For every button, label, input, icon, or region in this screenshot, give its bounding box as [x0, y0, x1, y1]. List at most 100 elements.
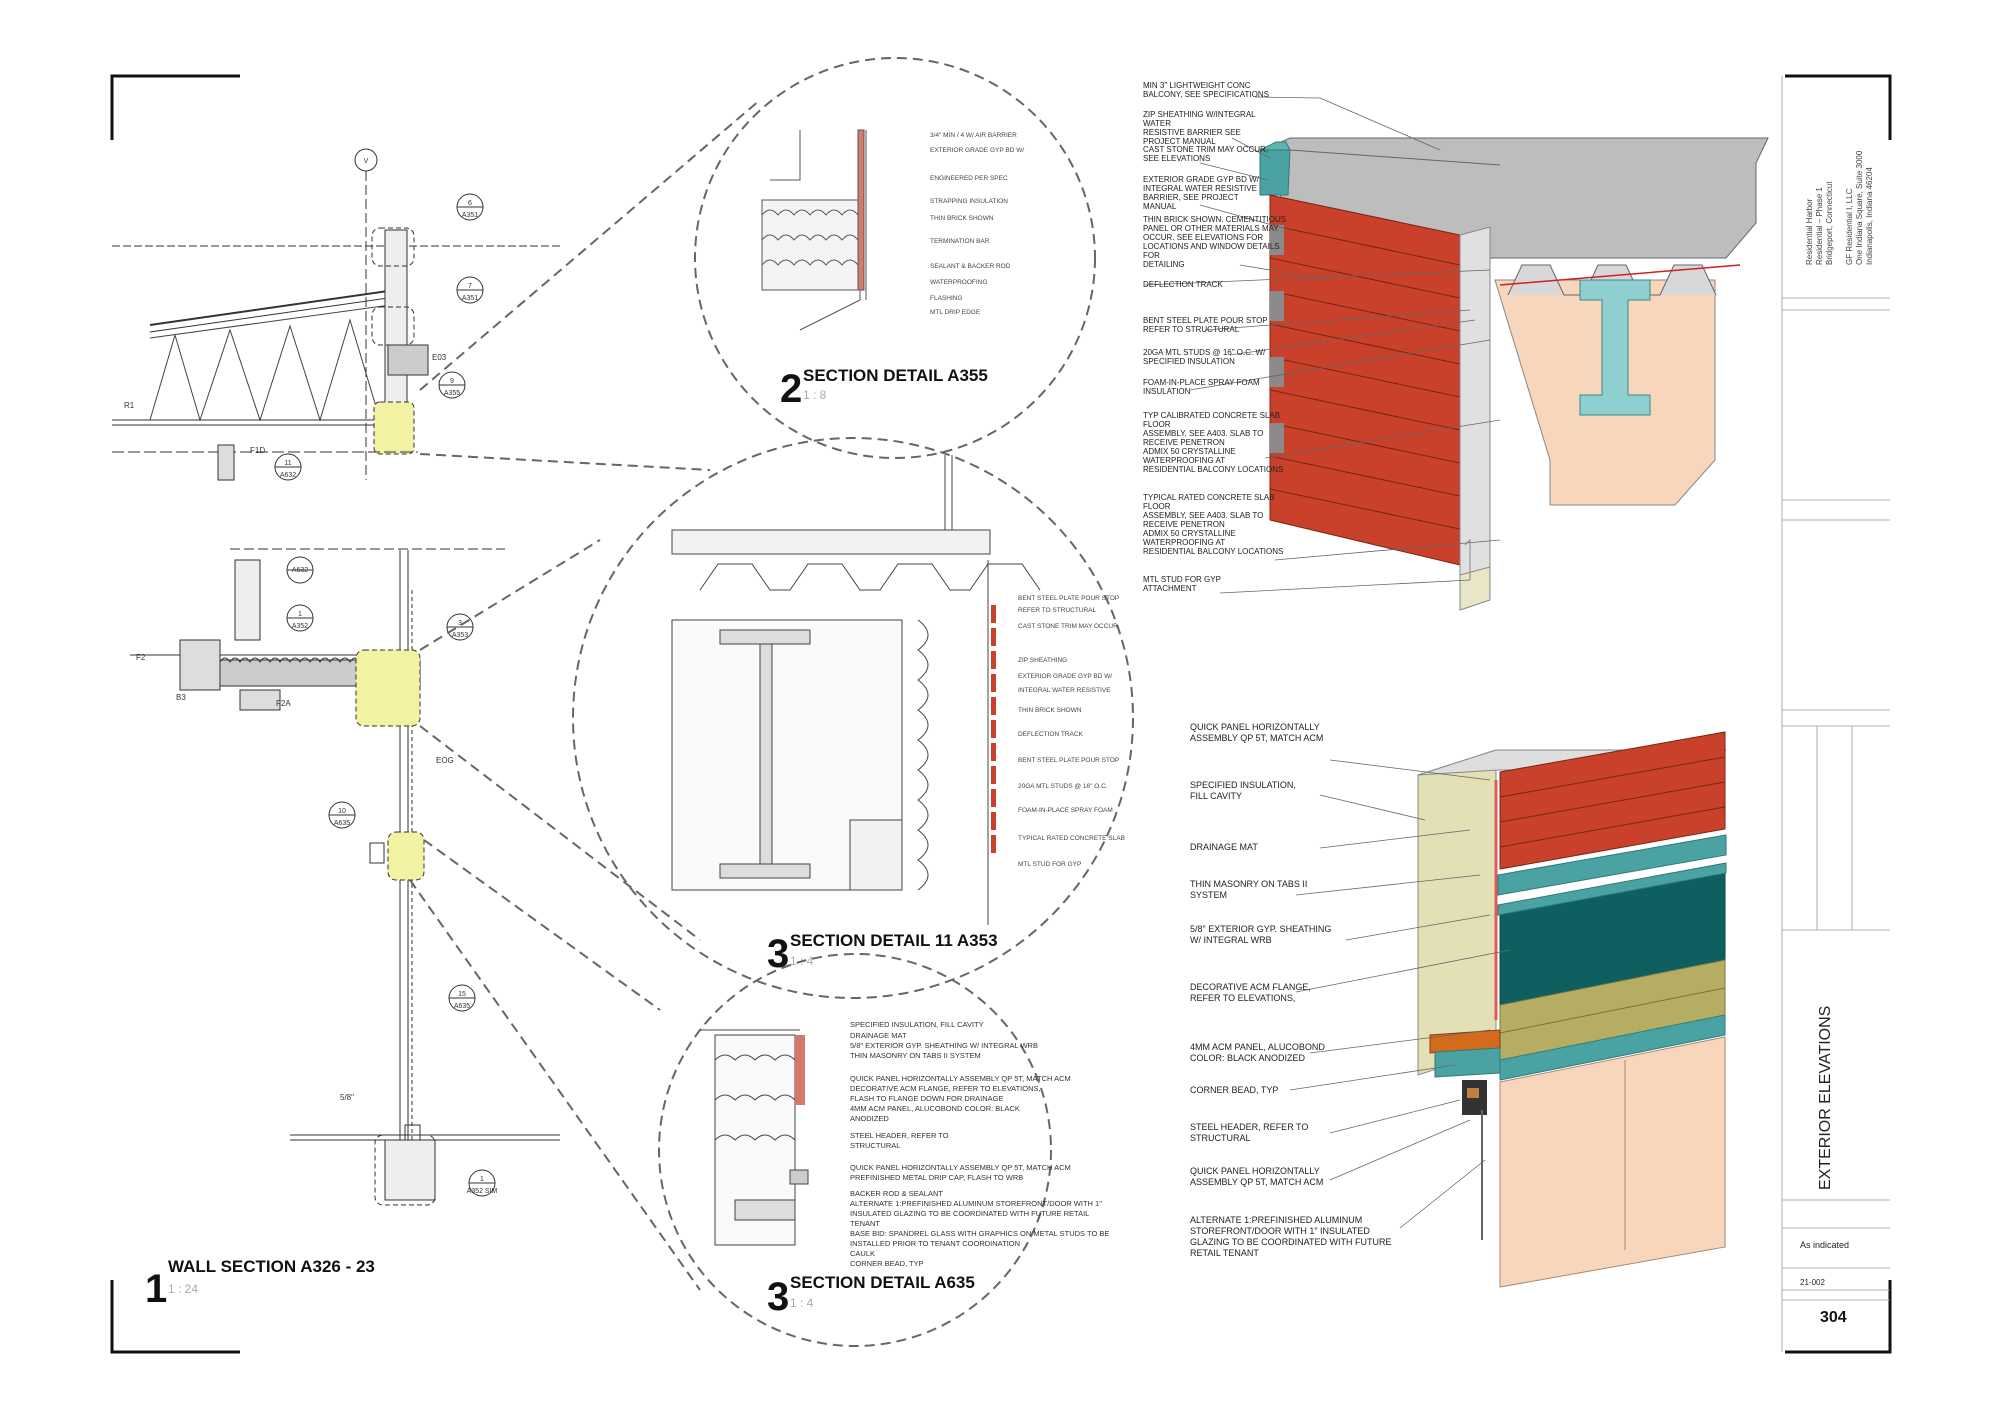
iso-storefront-drawing: [1417, 731, 1727, 1288]
svg-text:1: 1: [145, 1267, 167, 1311]
detail-a635-notes: SPECIFIED INSULATION, FILL CAVITY DRAINA…: [850, 1020, 1109, 1268]
svg-text:1 : 4: 1 : 4: [790, 954, 814, 968]
svg-text:A352: A352: [292, 623, 308, 630]
svg-text:A351: A351: [462, 212, 478, 219]
svg-text:A355: A355: [444, 390, 460, 397]
svg-text:Indianapolis, Indiana 46204: Indianapolis, Indiana 46204: [1865, 167, 1874, 265]
iso-note: 20GA MTL STUDS @ 16" O.C. W/SPECIFIED IN…: [1143, 348, 1266, 366]
detail-a353-notes: BENT STEEL PLATE POUR STOP REFER TO STRU…: [1018, 595, 1125, 868]
svg-text:F2A: F2A: [276, 699, 291, 708]
detail-a355-drawing: [761, 129, 867, 331]
svg-text:3/4" MIN / 4 W/ AIR BARRIER: 3/4" MIN / 4 W/ AIR BARRIER: [930, 132, 1017, 139]
svg-text:5/8" EXTERIOR GYP. SHEATHING W: 5/8" EXTERIOR GYP. SHEATHING W/ INTEGRAL…: [850, 1041, 1038, 1050]
svg-text:7: 7: [468, 283, 472, 290]
detail-title-1: 1 WALL SECTION A326 - 23 1 : 24: [145, 1257, 375, 1311]
svg-text:15: 15: [458, 991, 466, 998]
svg-text:ANODIZED: ANODIZED: [850, 1114, 889, 1123]
highlight-callout: [387, 831, 425, 881]
svg-text:10: 10: [338, 808, 346, 815]
iso-bottom-leaders: [1289, 759, 1511, 1229]
svg-text:6: 6: [468, 200, 472, 207]
detail-bubbles: [409, 57, 1134, 1347]
svg-text:BACKER ROD & SEALANT: BACKER ROD & SEALANT: [850, 1189, 943, 1198]
section-tags: [274, 193, 496, 1197]
iso-note: SPECIFIED INSULATION,FILL CAVITY: [1190, 780, 1296, 801]
wall-section-drawing: [112, 148, 560, 1206]
svg-text:MTL DRIP EDGE: MTL DRIP EDGE: [930, 309, 981, 316]
svg-text:SPECIFIED INSULATION, FILL CAV: SPECIFIED INSULATION, FILL CAVITY: [850, 1020, 984, 1029]
iso-note: CAST STONE TRIM MAY OCCUR,SEE ELEVATIONS: [1143, 145, 1268, 163]
svg-text:1 : 24: 1 : 24: [168, 1282, 198, 1296]
detail-title-4: 3 SECTION DETAIL A635 1 : 4: [767, 1273, 975, 1319]
svg-text:A352 SIM: A352 SIM: [467, 1188, 498, 1195]
svg-text:CAST STONE TRIM MAY OCCUR: CAST STONE TRIM MAY OCCUR: [1018, 623, 1118, 630]
svg-text:1: 1: [480, 1176, 484, 1183]
svg-text:TYPICAL RATED CONCRETE SLAB: TYPICAL RATED CONCRETE SLAB: [1018, 835, 1125, 842]
svg-text:DRAINAGE MAT: DRAINAGE MAT: [850, 1031, 907, 1040]
svg-text:1 : 4: 1 : 4: [790, 1296, 814, 1310]
svg-text:QUICK PANEL HORIZONTALLY ASSEM: QUICK PANEL HORIZONTALLY ASSEMBLY QP 5T,…: [850, 1163, 1071, 1172]
svg-text:ALTERNATE 1:PREFINISHED ALUMIN: ALTERNATE 1:PREFINISHED ALUMINUM STOREFR…: [850, 1199, 1102, 1208]
iso-note: DEFLECTION TRACK: [1143, 280, 1224, 289]
svg-text:INSULATED GLAZING TO BE COORDI: INSULATED GLAZING TO BE COORDINATED WITH…: [850, 1209, 1089, 1218]
svg-text:A632: A632: [280, 472, 296, 479]
svg-text:3: 3: [767, 932, 789, 976]
svg-text:PREFINISHED METAL DRIP CAP, FL: PREFINISHED METAL DRIP CAP, FLASH TO WRB: [850, 1173, 1023, 1182]
iso-note: DECORATIVE ACM FLANGE,REFER TO ELEVATION…: [1190, 982, 1311, 1003]
svg-text:DEFLECTION TRACK: DEFLECTION TRACK: [1018, 731, 1084, 738]
svg-text:REFER TO STRUCTURAL: REFER TO STRUCTURAL: [1018, 607, 1097, 614]
svg-text:INSTALLED PRIOR TO TENANT COOR: INSTALLED PRIOR TO TENANT COORDINATION: [850, 1239, 1020, 1248]
iso-note: CORNER BEAD, TYP: [1190, 1085, 1278, 1095]
svg-text:ZIP SHEATHING: ZIP SHEATHING: [1018, 657, 1067, 664]
svg-text:20GA MTL STUDS @ 16" O.C.: 20GA MTL STUDS @ 16" O.C.: [1018, 783, 1108, 790]
svg-text:THIN MASONRY ON TABS II SYSTEM: THIN MASONRY ON TABS II SYSTEM: [850, 1051, 981, 1060]
svg-text:3: 3: [767, 1275, 789, 1319]
svg-text:CAULK: CAULK: [850, 1249, 875, 1258]
svg-text:STRUCTURAL: STRUCTURAL: [850, 1141, 900, 1150]
svg-text:TERMINATION BAR: TERMINATION BAR: [930, 238, 990, 245]
svg-text:1 : 8: 1 : 8: [803, 388, 827, 402]
svg-text:THIN BRICK SHOWN: THIN BRICK SHOWN: [930, 215, 994, 222]
svg-text:E03: E03: [432, 353, 447, 362]
highlight-callout: [373, 401, 415, 455]
svg-text:BENT STEEL PLATE POUR STOP: BENT STEEL PLATE POUR STOP: [1018, 757, 1119, 764]
svg-text:R1: R1: [124, 401, 135, 410]
svg-text:A351: A351: [462, 295, 478, 302]
iso-note: DRAINAGE MAT: [1190, 842, 1258, 852]
svg-text:SEALANT & BACKER ROD: SEALANT & BACKER ROD: [930, 263, 1011, 270]
detail-a355-notes: 3/4" MIN / 4 W/ AIR BARRIER EXTERIOR GRA…: [930, 132, 1024, 316]
project-number: 21-002: [1800, 1278, 1825, 1287]
svg-text:BASE BID: SPANDREL GLASS WITH: BASE BID: SPANDREL GLASS WITH GRAPHICS O…: [850, 1229, 1109, 1238]
sheet-scale: As indicated: [1800, 1240, 1849, 1250]
svg-text:2: 2: [780, 367, 802, 411]
svg-text:SECTION DETAIL A635: SECTION DETAIL A635: [790, 1273, 975, 1292]
svg-text:A632: A632: [292, 567, 308, 574]
svg-text:EOG: EOG: [436, 756, 454, 765]
svg-text:F1D: F1D: [250, 446, 265, 455]
svg-text:TENANT: TENANT: [850, 1219, 880, 1228]
svg-text:QUICK PANEL HORIZONTALLY ASSEM: QUICK PANEL HORIZONTALLY ASSEMBLY QP 5T,…: [850, 1074, 1071, 1083]
level-labels: R1 F1D F2 F2A B3 E03 EOG 5/8": [124, 353, 454, 1102]
svg-text:3: 3: [458, 620, 462, 627]
svg-text:A353: A353: [452, 632, 468, 639]
svg-text:WATERPROOFING: WATERPROOFING: [930, 279, 987, 286]
sheet-frame: [110, 74, 1892, 1354]
svg-text:WALL SECTION A326 - 23: WALL SECTION A326 - 23: [168, 1257, 375, 1276]
svg-text:B3: B3: [176, 693, 186, 702]
svg-text:SECTION DETAIL A355: SECTION DETAIL A355: [803, 366, 988, 385]
svg-text:ENGINEERED PER SPEC: ENGINEERED PER SPEC: [930, 175, 1008, 182]
svg-text:Bridgeport, Connecticut: Bridgeport, Connecticut: [1825, 181, 1834, 265]
